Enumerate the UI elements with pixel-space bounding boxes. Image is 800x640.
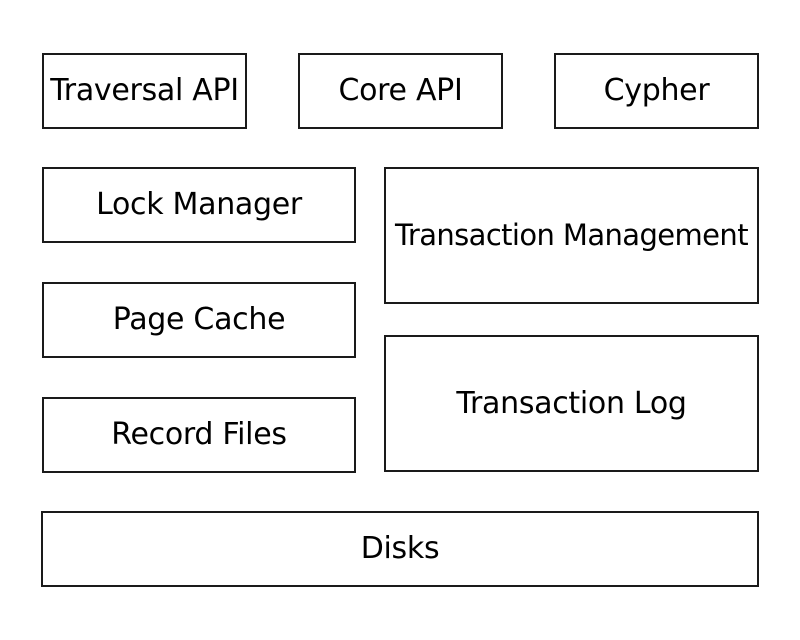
transaction-management-label: Transaction Management: [395, 218, 749, 252]
lock-manager-label: Lock Manager: [96, 187, 302, 222]
traversal-api-box: Traversal API: [42, 53, 247, 129]
record-files-box: Record Files: [42, 397, 356, 473]
core-api-box: Core API: [298, 53, 503, 129]
lock-manager-box: Lock Manager: [42, 167, 356, 243]
disks-box: Disks: [41, 511, 759, 587]
transaction-log-box: Transaction Log: [384, 335, 759, 472]
core-api-label: Core API: [338, 73, 463, 108]
traversal-api-label: Traversal API: [50, 73, 239, 108]
disks-label: Disks: [360, 531, 440, 566]
cypher-box: Cypher: [554, 53, 759, 129]
page-cache-label: Page Cache: [112, 302, 286, 337]
record-files-label: Record Files: [111, 417, 287, 452]
transaction-log-label: Transaction Log: [456, 385, 687, 421]
page-cache-box: Page Cache: [42, 282, 356, 358]
transaction-management-box: Transaction Management: [384, 167, 759, 304]
cypher-label: Cypher: [603, 73, 710, 108]
